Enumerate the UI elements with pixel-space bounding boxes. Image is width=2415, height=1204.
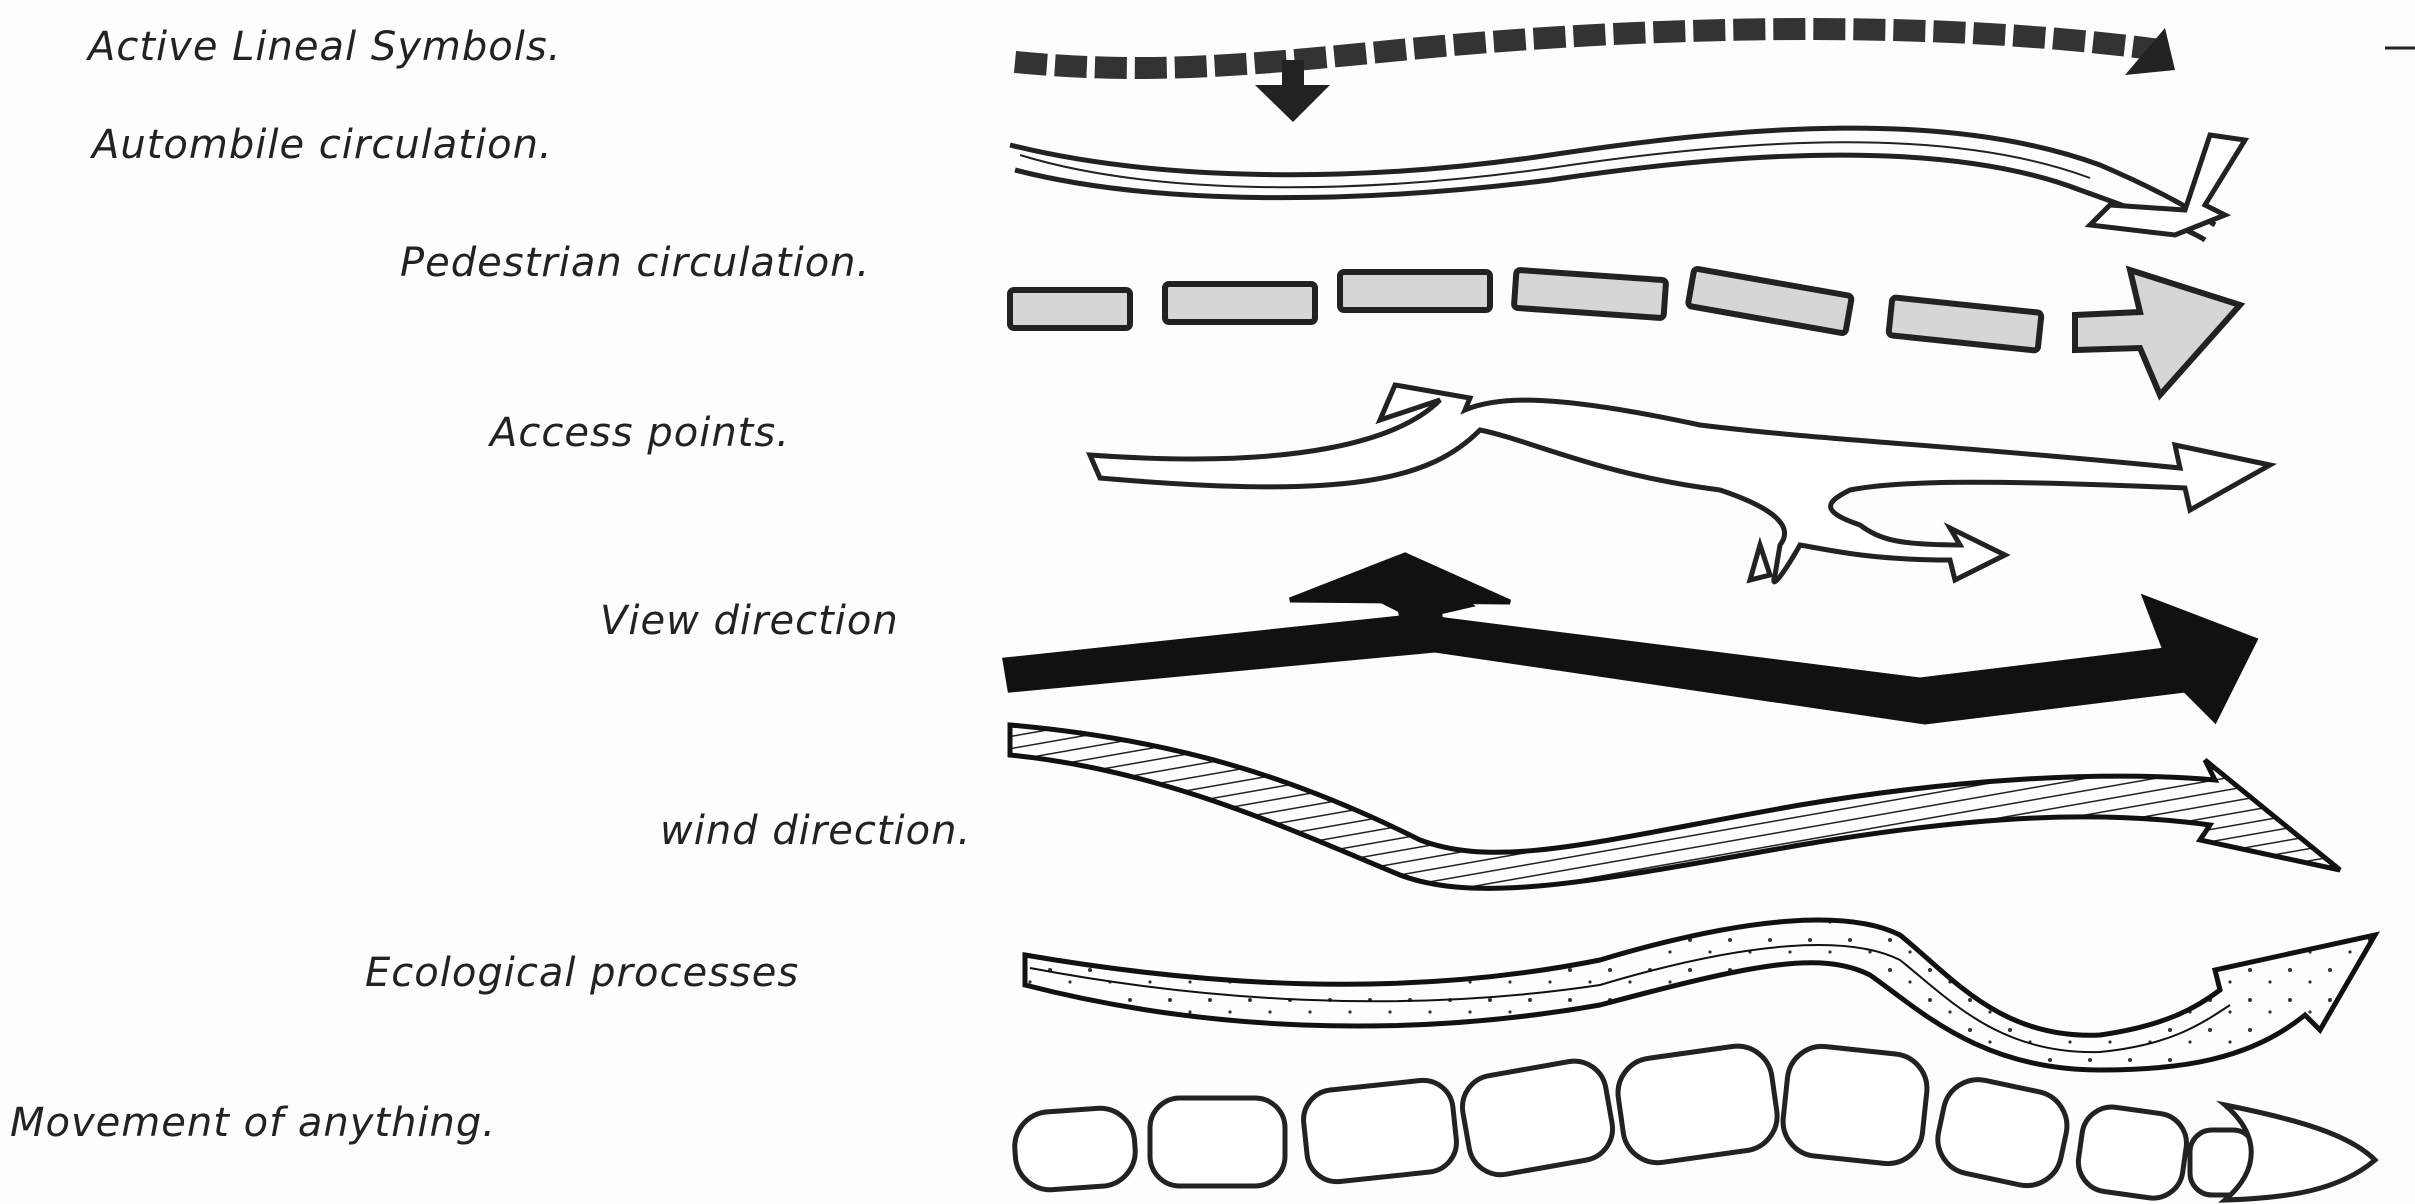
view-direction-symbol	[1005, 555, 2255, 722]
wind-direction-symbol	[1010, 725, 2340, 888]
ecological-processes-symbol	[1025, 920, 2375, 1070]
pedestrian-circulation-symbol	[1010, 268, 2240, 395]
access-points-symbol	[1090, 385, 2270, 582]
automobile-circulation-symbol	[1010, 128, 2245, 240]
active-lineal-symbol	[1015, 28, 2175, 122]
